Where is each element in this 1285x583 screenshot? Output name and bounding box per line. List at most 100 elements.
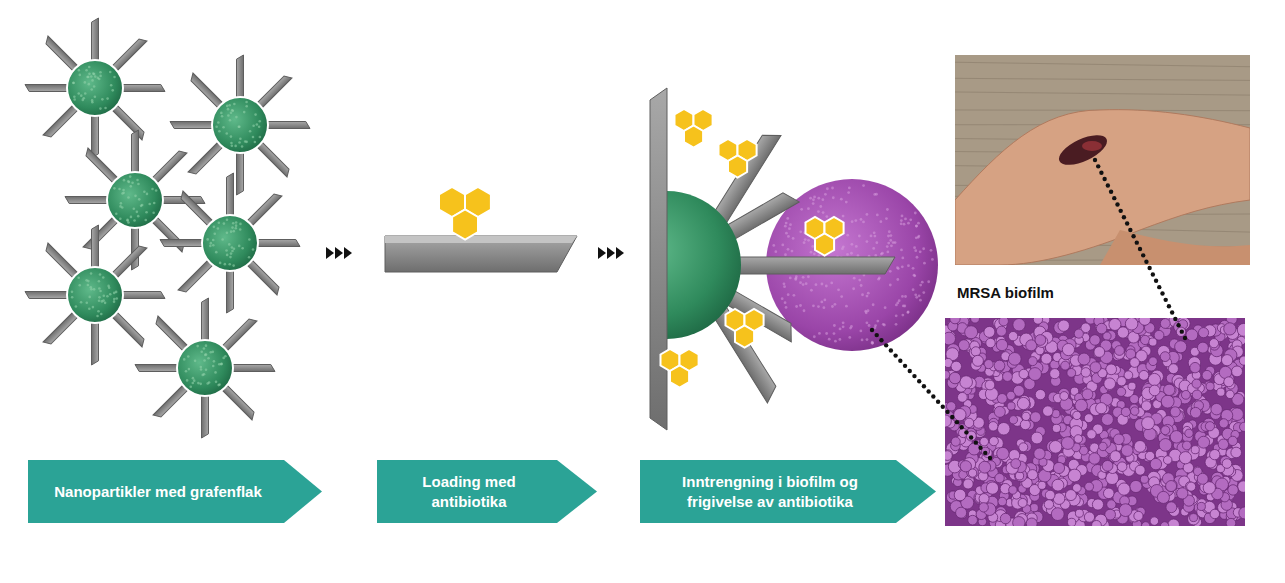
coccus [1103, 488, 1114, 499]
coccus [1134, 511, 1143, 520]
texture-dot [832, 196, 835, 199]
texture-dot [871, 341, 874, 344]
texture-dot [839, 328, 842, 331]
texture-dot [218, 130, 221, 133]
texture-dot [881, 252, 884, 255]
texture-dot [772, 244, 775, 247]
coccus [1115, 346, 1125, 356]
texture-dot [98, 287, 101, 290]
texture-dot [207, 357, 210, 360]
texture-dot [148, 203, 151, 206]
coccus [980, 437, 989, 446]
coccus [1081, 368, 1090, 377]
coccus [1096, 323, 1107, 334]
coccus [1240, 422, 1245, 431]
texture-dot [788, 227, 791, 230]
texture-dot [145, 211, 148, 214]
texture-dot [831, 305, 834, 308]
texture-dot [785, 306, 788, 309]
coccus [1135, 465, 1145, 475]
texture-dot [784, 225, 787, 228]
texture-dot [901, 265, 904, 268]
texture-dot [821, 198, 824, 201]
coccus [1102, 460, 1113, 471]
texture-dot [138, 198, 141, 201]
leader-dot [889, 348, 893, 352]
coccus [1161, 395, 1174, 408]
texture-dot [915, 225, 918, 228]
leader-dot [879, 338, 883, 342]
texture-dot [837, 288, 840, 291]
texture-dot [822, 306, 825, 309]
texture-dot [87, 280, 90, 283]
texture-dot [858, 279, 861, 282]
texture-dot [792, 237, 795, 240]
texture-dot [238, 125, 241, 128]
coccus [1170, 407, 1180, 417]
texture-dot [781, 244, 784, 247]
coccus [1139, 318, 1151, 325]
texture-dot [817, 197, 820, 200]
coccus [1219, 419, 1228, 428]
coccus [1166, 502, 1177, 513]
texture-dot [850, 243, 853, 246]
coccus [950, 318, 960, 324]
coccus [1149, 385, 1160, 396]
texture-dot [106, 295, 109, 298]
texture-dot [87, 284, 90, 287]
texture-dot [896, 266, 899, 269]
leader-dot [959, 425, 963, 429]
coccus [1117, 327, 1128, 338]
texture-dot [781, 297, 784, 300]
coccus [1117, 387, 1126, 396]
texture-dot [866, 338, 869, 341]
coccus [1168, 364, 1178, 374]
texture-dot [218, 221, 221, 224]
texture-dot [903, 223, 906, 226]
antibiotic-molecule [719, 139, 757, 178]
texture-dot [189, 385, 192, 388]
texture-dot [206, 238, 209, 241]
coccus [1143, 428, 1156, 441]
texture-dot [252, 124, 255, 127]
texture-dot [906, 311, 909, 314]
texture-dot [254, 141, 257, 144]
texture-dot [215, 381, 218, 384]
leader-dot [1167, 304, 1171, 308]
coccus [1164, 384, 1175, 395]
texture-dot [106, 97, 109, 100]
texture-dot [239, 223, 242, 226]
texture-dot [858, 235, 861, 238]
texture-dot [872, 303, 875, 306]
coccus [1018, 498, 1027, 507]
coccus [1192, 390, 1202, 400]
texture-dot [90, 75, 93, 78]
coccus [999, 318, 1008, 326]
texture-dot [84, 81, 87, 84]
coccus [1231, 447, 1242, 458]
coccus [1028, 357, 1037, 366]
texture-dot [235, 224, 238, 227]
texture-dot [833, 324, 836, 327]
leader-dot [870, 328, 874, 332]
coccus [1089, 453, 1100, 464]
texture-dot [132, 207, 135, 210]
coccus [1222, 459, 1232, 469]
texture-dot [254, 113, 257, 116]
texture-dot [205, 353, 208, 356]
texture-dot [889, 239, 892, 242]
texture-dot [153, 202, 156, 205]
texture-dot [913, 274, 916, 277]
texture-dot [232, 230, 235, 233]
coccus [972, 355, 983, 366]
coccus [1176, 327, 1185, 336]
texture-dot [232, 109, 235, 112]
coccus [1092, 520, 1102, 526]
leader-dot [1144, 260, 1148, 264]
coccus [1228, 436, 1237, 445]
leader-dot [988, 456, 992, 460]
coccus [1058, 320, 1069, 331]
texture-dot [192, 377, 195, 380]
coccus [971, 318, 980, 323]
texture-dot [812, 304, 815, 307]
